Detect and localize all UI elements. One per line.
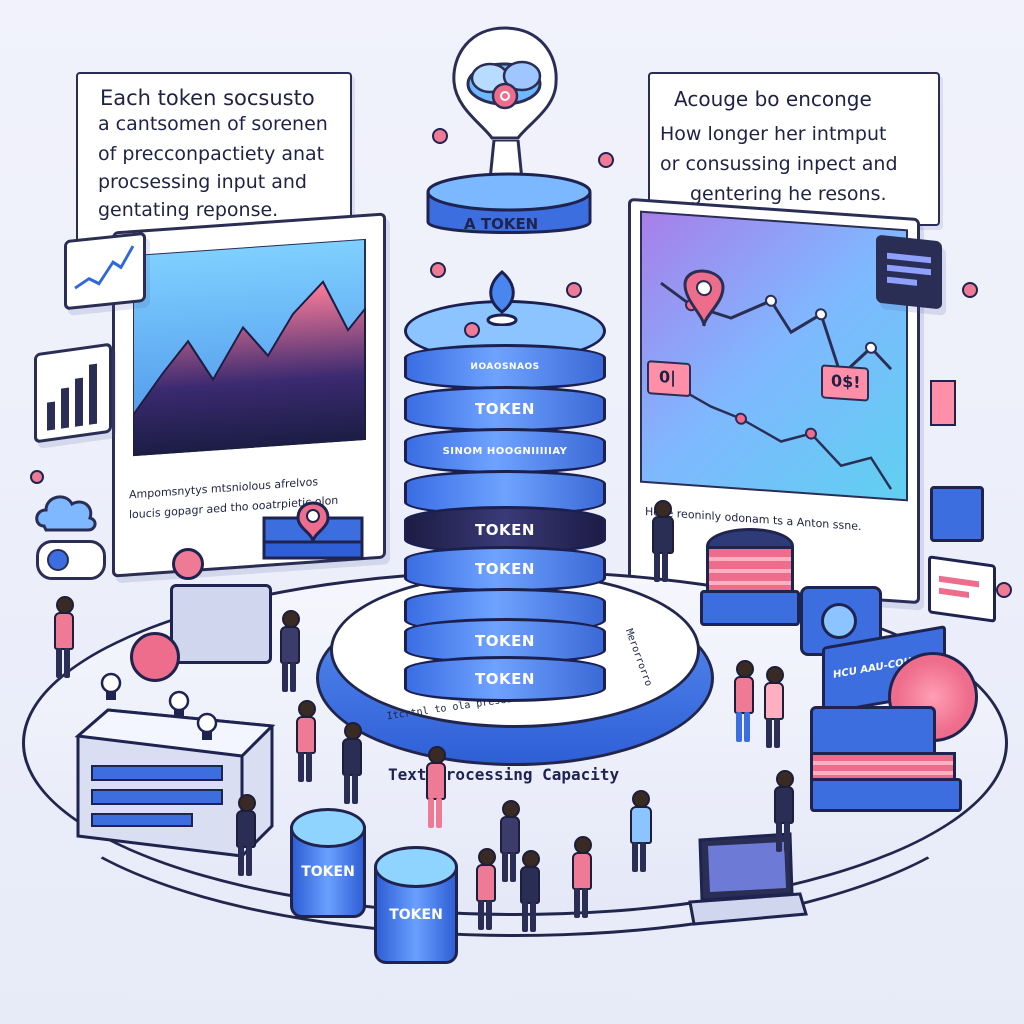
lightbulb-icon: [100, 672, 122, 700]
person-15: [772, 770, 796, 880]
tower-band-label-1: TOKEN: [475, 400, 535, 418]
right-callout-line2: How longer her intmput: [660, 123, 887, 145]
right-status-card: [876, 234, 942, 310]
cloud-icon: [452, 26, 558, 140]
left-callout-line1: Each token socsusto: [100, 86, 315, 110]
deco-dot-8: [996, 582, 1012, 598]
floor-cylinder-1-label: TOKEN: [301, 864, 355, 880]
tower-band-small-2: SINOM HOOGNIIIIIAY: [442, 445, 568, 457]
deco-dot-3: [430, 262, 446, 278]
deco-dot-6: [30, 470, 44, 484]
line-chart: [640, 210, 908, 502]
lightbulb-icon: [196, 712, 218, 740]
chart-icon: [74, 245, 135, 290]
person-8: [474, 848, 498, 958]
left-toggle-card: [36, 540, 106, 580]
right-chart-panel: 0| 0$! Hove reoninly odonam ts a Anton s…: [628, 197, 920, 605]
tower-band-8: TOKEN: [404, 656, 606, 702]
mini-line-chart: [64, 231, 146, 311]
server-icon: [74, 708, 276, 858]
tower-top-pin: [484, 270, 520, 327]
base-ring-text: Text Processing Capacity: [388, 765, 620, 784]
right-badge-2: 0$!: [821, 364, 869, 402]
left-callout-line2: a cantsomen of sorenen: [98, 113, 328, 135]
tower-band-label-4: TOKEN: [475, 632, 535, 650]
area-chart: [133, 237, 366, 457]
right-bar-card: [930, 380, 956, 426]
lightbulb-3: [196, 712, 218, 742]
person-11: [626, 790, 654, 910]
floor-cylinder-2: TOKEN: [374, 846, 458, 964]
left-device: [170, 584, 272, 664]
person-13: [732, 660, 756, 770]
right-callout: Acouge bo enconge How longer her intmput…: [648, 72, 940, 226]
right-callout-line1: Acouge bo enconge: [674, 87, 872, 111]
person-3: [294, 700, 318, 810]
right-badge-1: 0|: [647, 360, 691, 398]
lightbulb-icon: [168, 690, 190, 718]
person-5: [424, 746, 448, 856]
tower-band-0: ИOAOSNAOS: [404, 344, 606, 390]
person-14: [762, 666, 786, 776]
person-6: [234, 794, 258, 904]
tower-band-label-2: TOKEN: [475, 521, 535, 539]
right-stack-machine: [810, 706, 962, 812]
pin-icon: [683, 269, 725, 327]
laptop-icon: [688, 832, 808, 926]
right-pink-stack: [700, 528, 800, 626]
person-9: [518, 850, 542, 960]
top-token-label: A TOKEN: [464, 215, 539, 233]
person-4: [340, 722, 364, 832]
right-callout-line3: or consussing inpect and: [660, 153, 898, 175]
tower-band-2: SINOM HOOGNIIIIIAY: [404, 428, 606, 474]
top-pedestal: A TOKEN: [424, 170, 594, 250]
left-pink-lamp: [130, 632, 180, 682]
right-stripe-card: [928, 555, 996, 623]
floor-cylinder-2-label: TOKEN: [389, 907, 443, 923]
token-tower: ИOAOSNAOS TOKEN SINOM HOOGNIIIIIAY TOKEN…: [404, 270, 606, 702]
cloud-icon: [35, 495, 97, 532]
mini-bar-chart: [34, 342, 112, 444]
bar-chart-icon: [47, 363, 97, 431]
tower-band-label-3: TOKEN: [475, 560, 535, 578]
left-callout-line3: of precconpactiety anat: [98, 143, 325, 165]
left-chart-panel: Ampomsnytys mtsniolous afrelvos loucis g…: [112, 212, 386, 578]
person-10: [570, 836, 594, 946]
left-callout-line5: gentating reponse.: [98, 199, 279, 221]
tower-band-5: TOKEN: [404, 546, 606, 592]
pink-dot-left: [172, 548, 204, 580]
deco-dot-7: [962, 282, 978, 298]
tower-band-small-1: ИOAOSNAOS: [470, 362, 540, 372]
deco-dot-1: [432, 128, 448, 144]
deco-dot-5: [464, 322, 480, 338]
person-2: [278, 610, 302, 720]
person-7: [498, 800, 522, 910]
lightbulb-2: [168, 690, 190, 720]
deco-dot-4: [566, 282, 582, 298]
left-pink-pin-block: [258, 494, 368, 580]
left-callout: Each token socsusto a cantsomen of soren…: [76, 72, 352, 246]
laptop: [680, 830, 810, 930]
cloud-bubble: [440, 20, 570, 150]
lightbulb-1: [100, 672, 122, 702]
right-server-block: [930, 486, 984, 542]
left-callout-line4: procsessing input and: [98, 171, 307, 193]
floor-cylinder-1: TOKEN: [290, 808, 366, 918]
server-machine: [72, 686, 282, 862]
tower-band-label-5: TOKEN: [475, 670, 535, 688]
person-1: [52, 596, 76, 706]
person-12: [648, 500, 676, 620]
pin-icon: [486, 270, 518, 327]
right-callout-line4: gentering he resons.: [690, 183, 887, 205]
deco-dot-2: [598, 152, 614, 168]
tower-band-1: TOKEN: [404, 386, 606, 432]
left-cloud-card: [30, 480, 102, 542]
floor-disc-rim: [22, 594, 1008, 937]
